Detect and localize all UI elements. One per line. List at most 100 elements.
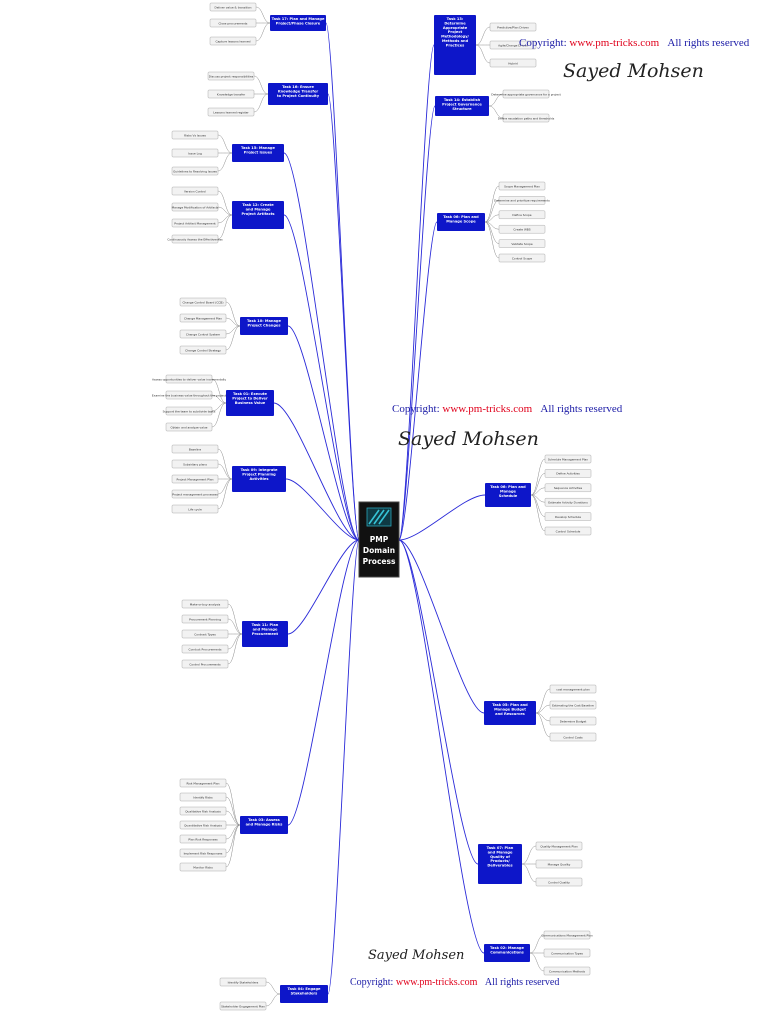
detail-node[interactable]: Lessons learned register: [207, 107, 255, 117]
detail-node[interactable]: Risks Vs Issues: [171, 130, 219, 140]
detail-node[interactable]: Continuously Assess the Effectiveness: [167, 234, 223, 244]
sub-branch-line: [265, 981, 281, 995]
detail-node[interactable]: Plan Risk Responses: [179, 834, 227, 844]
detail-node[interactable]: Hybrid: [489, 58, 537, 68]
detail-node[interactable]: Estimate Activity Durations: [544, 498, 592, 507]
detail-node[interactable]: Guidelines to Resolving Issues: [171, 166, 219, 176]
center-node[interactable]: PMP Domain Process: [358, 501, 400, 578]
sub-branch-line: [530, 458, 546, 496]
detail-node[interactable]: Examine the business value throughout th…: [152, 390, 227, 400]
detail-node[interactable]: Monitor Risks: [179, 862, 227, 872]
detail-node[interactable]: Subsidiary plans: [171, 459, 219, 469]
copyright-notice-middle: Copyright: www.pm-tricks.com All rights …: [392, 403, 622, 415]
detail-node[interactable]: Define Activities: [544, 469, 592, 478]
detail-label: Estimating the Cost Baseline: [552, 703, 594, 707]
detail-node[interactable]: Control Scope: [498, 253, 546, 263]
detail-node[interactable]: Project management processes: [171, 489, 218, 499]
detail-node[interactable]: Knowledge transfer: [207, 89, 255, 99]
detail-node[interactable]: Communications Management Plan: [541, 930, 593, 940]
detail-node[interactable]: Control Schedule: [544, 526, 592, 536]
detail-node[interactable]: Conduct Procurements: [181, 644, 229, 654]
detail-node[interactable]: Validate Scope: [498, 239, 546, 248]
detail-node[interactable]: Project Management Plan: [171, 474, 219, 484]
detail-node[interactable]: Contract Types: [181, 629, 229, 639]
detail-label: Change Control Board (CCB): [182, 300, 223, 304]
detail-node[interactable]: Identify Risks: [179, 792, 227, 802]
detail-node[interactable]: Support the team to subdivide tasks: [163, 406, 216, 416]
branch-line: [283, 152, 360, 541]
task-label: Project: [448, 30, 463, 34]
detail-node[interactable]: Determine Budget: [549, 716, 597, 726]
detail-node[interactable]: Change Control Board (CCB): [179, 297, 227, 307]
detail-node[interactable]: Control Costs: [549, 732, 597, 742]
detail-node[interactable]: Obtain and analyze value: [165, 422, 213, 432]
detail-label: Hybrid: [508, 61, 518, 65]
copyright-url[interactable]: www.pm-tricks.com: [569, 37, 660, 49]
detail-node[interactable]: Quality Management Plan: [535, 841, 583, 851]
detail-node[interactable]: Scope Management Plan: [498, 181, 546, 191]
detail-node[interactable]: Identify Stakeholders: [219, 977, 267, 987]
detail-node[interactable]: Change Management Plan: [179, 313, 227, 323]
detail-node[interactable]: Define escalation paths and thresholds: [498, 113, 555, 123]
detail-node[interactable]: Communication Methods: [543, 966, 591, 976]
task-label: Task 03: Assess: [248, 818, 280, 822]
detail-node[interactable]: Deliver value & transition: [209, 2, 257, 12]
detail-node[interactable]: Create WBS: [498, 224, 546, 234]
detail-node[interactable]: Capture lessons learned: [209, 36, 257, 46]
detail-node[interactable]: Discuss project responsibilities: [207, 71, 255, 81]
detail-node[interactable]: Develop Schedule: [544, 512, 592, 521]
detail-node[interactable]: Determine appropriate governance for a p…: [491, 89, 562, 99]
task-node[interactable]: Task 13:DetermineAppropriateProjectMetho…: [434, 15, 476, 75]
detail-node[interactable]: Predictive/Plan Driven: [489, 22, 537, 32]
sub-branch-line: [535, 688, 551, 714]
task-label: Task 12: Create: [242, 203, 274, 207]
detail-node[interactable]: Communication Types: [543, 948, 591, 958]
detail-node[interactable]: Determine and prioritize requirements: [494, 196, 550, 205]
detail-node[interactable]: Estimating the Cost Baseline: [549, 700, 597, 710]
detail-node[interactable]: Close procurements: [209, 18, 257, 28]
copyright-url[interactable]: www.pm-tricks.com: [395, 977, 478, 988]
detail-node[interactable]: Project Artifact Management: [171, 218, 219, 228]
detail-node[interactable]: Risk Management Plan: [179, 778, 227, 788]
detail-node[interactable]: Stakeholder Engagement Plan: [219, 1001, 267, 1011]
detail-node[interactable]: Control Quality: [535, 877, 583, 887]
detail-node[interactable]: Issue Log: [171, 148, 219, 158]
detail-node[interactable]: Make-or-buy analysis: [181, 599, 229, 609]
detail-node[interactable]: Change Control Strategy: [179, 345, 227, 355]
detail-node[interactable]: Qualitative Risk Analysis: [179, 806, 227, 816]
detail-label: Schedule Management Plan: [548, 457, 588, 461]
detail-node[interactable]: Manage Modification of Artifacts: [172, 202, 219, 212]
detail-node[interactable]: Change Control System: [179, 329, 227, 339]
copyright-url[interactable]: www.pm-tricks.com: [442, 403, 533, 415]
detail-node[interactable]: Control Procurements: [181, 659, 229, 669]
detail-node[interactable]: Quantitative Risk Analysis: [179, 820, 227, 830]
detail-node[interactable]: Assess opportunities to deliver value in…: [152, 374, 226, 384]
detail-node[interactable]: Implement Risk Responses: [179, 848, 227, 858]
detail-node[interactable]: Schedule Management Plan: [544, 454, 592, 464]
detail-node[interactable]: Procurement Planning: [181, 614, 229, 624]
detail-node[interactable]: Agile/Change Driven: [489, 40, 537, 50]
detail-node[interactable]: Sequence Activities: [544, 483, 592, 492]
detail-node[interactable]: Define Scope: [498, 210, 546, 220]
detail-node[interactable]: cost management plan: [549, 684, 597, 694]
detail-node[interactable]: Baseline: [171, 444, 219, 454]
detail-node[interactable]: Version Control: [171, 186, 219, 196]
detail-node[interactable]: Manage Quality: [535, 859, 583, 869]
detail-node[interactable]: Life cycle: [171, 504, 219, 514]
